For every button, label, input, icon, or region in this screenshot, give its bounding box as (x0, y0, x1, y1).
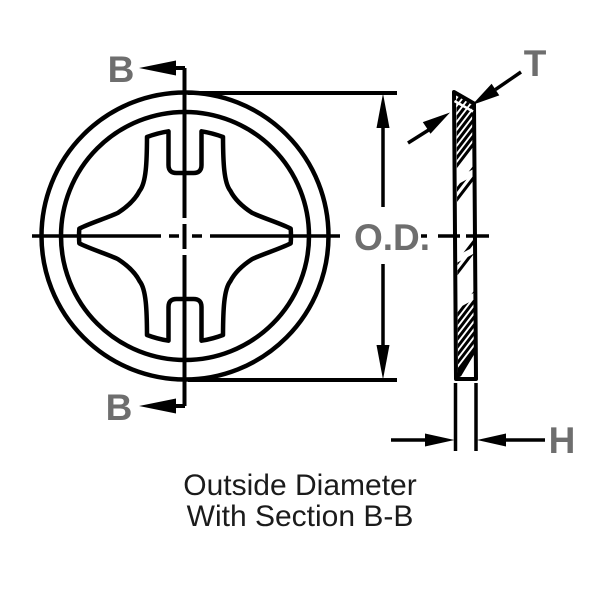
label-b-top: B (108, 49, 135, 90)
t-dimension (407, 70, 522, 145)
h-arrowhead-left (425, 433, 455, 447)
t-leader-upper (494, 70, 522, 92)
section-outline (452, 90, 478, 381)
star-teeth-contour (76, 129, 294, 343)
od-dimension (188, 91, 397, 382)
label-h: H (549, 420, 576, 461)
section-arrows (139, 60, 185, 414)
h-arrowhead-right (477, 433, 506, 447)
front-view (32, 68, 340, 406)
section-arrow-top-head (139, 60, 176, 76)
caption-line-2: With Section B-B (186, 500, 414, 533)
label-b-bottom: B (106, 387, 133, 428)
label-t: T (524, 43, 547, 84)
t-leader-lower (407, 127, 432, 145)
section-segment-gaps (456, 167, 475, 311)
section-view (421, 90, 489, 381)
t-arrowhead-upper (472, 83, 500, 105)
section-arrow-bottom-head (139, 398, 176, 414)
caption: Outside Diameter With Section B-B (0, 470, 600, 532)
caption-line-1: Outside Diameter (183, 469, 417, 502)
h-dimension (391, 383, 545, 451)
label-od: O.D. (354, 217, 430, 258)
od-arrowhead-up (376, 93, 390, 128)
od-arrowhead-down (376, 345, 390, 380)
t-arrowhead-lower (422, 112, 450, 134)
section-foot-edge (455, 349, 476, 379)
section-cap-slit (453, 99, 474, 113)
